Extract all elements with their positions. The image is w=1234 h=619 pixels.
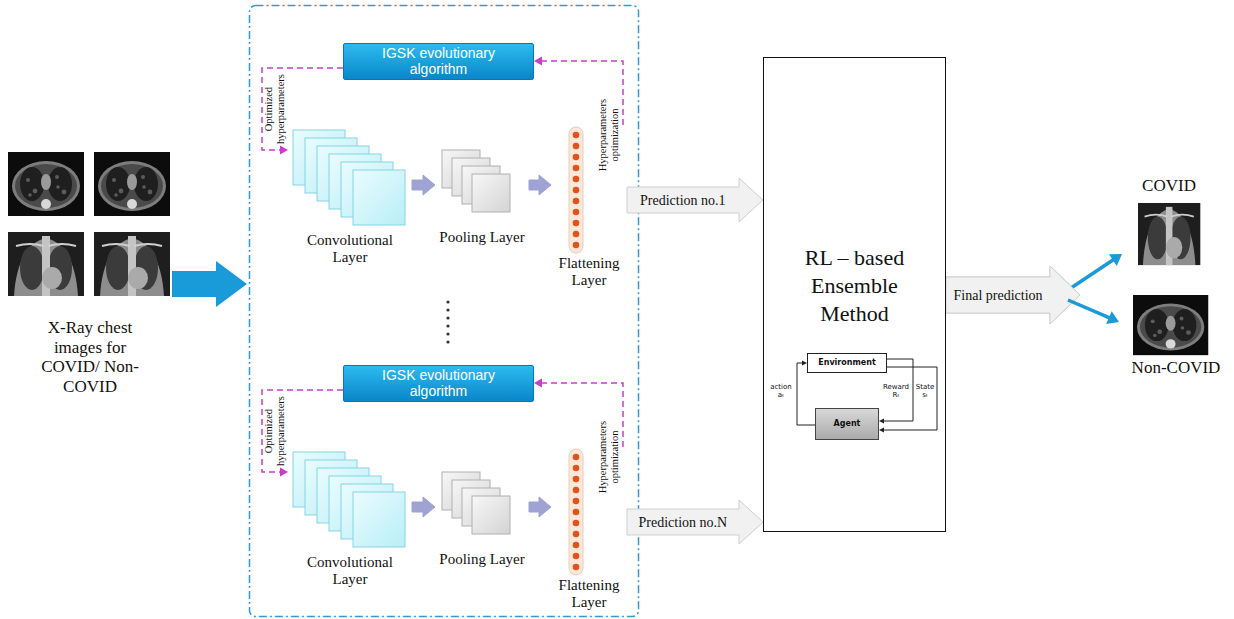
ct-scan-image [94,152,170,216]
connector [412,497,435,517]
pooling-stack [442,472,510,534]
ct-scan-image [1133,295,1208,355]
convolution-stack [293,452,405,547]
x-ray-image [94,232,170,296]
node-text: Convolutional Layer [300,554,400,588]
block-arrow [946,266,1080,324]
edge-label: Hyperparameters optimization [597,411,621,503]
node-text: Convolutional Layer [300,232,400,266]
edge-label: Reward Rₜ [881,383,911,399]
dot [446,324,449,327]
algorithm-box: IGSK evolutionary algorithm [343,43,534,80]
convolution-layer: Convolutional Layer [288,450,412,588]
continuation-dots [446,300,449,343]
x-ray-image [8,232,84,296]
arrowhead [1106,311,1119,324]
ct-scan-image [8,152,84,216]
arrowhead [879,428,884,433]
block-arrow [529,175,551,195]
block-arrow [627,178,763,222]
covid-output: COVID [1124,176,1214,268]
node-text: COVID [1126,176,1212,196]
edge-label: Prediction no.1 [640,193,726,208]
node-text: IGSK evolutionary algorithm [364,46,514,77]
edge-label: action aₜ [767,383,795,399]
node-text: Environment [818,359,876,368]
node-text: Non-COVID [1123,358,1229,378]
pooling-layer: Pooling Layer [435,467,529,568]
x-ray-image [1138,203,1200,265]
arrowhead [879,419,884,424]
input-caption: X-Ray chest images for COVID/ Non-COVID [30,318,150,396]
node-text: Agent [834,420,861,429]
connector [529,175,551,195]
convolution-layer: Convolutional Layer [288,128,412,266]
dot [446,308,449,311]
connector [946,266,1119,324]
connector-line [883,367,938,430]
non-covid-output: Non-COVID [1121,292,1231,378]
connector [879,367,937,433]
node-text: Pooling Layer [437,229,527,246]
edge-label: Hyperparameters optimization [597,89,621,181]
connector-line [1068,258,1116,290]
block-arrow [946,266,1080,324]
algorithm-box: IGSK evolutionary algorithm [343,365,534,402]
agent-box: Agent [815,408,879,440]
edge-label: Optimized hyperparameters [263,70,287,148]
connector [529,497,551,517]
pooling-stack [442,150,510,212]
dot [446,332,449,335]
edge-label: Optimized hyperparameters [263,392,287,470]
dot [446,340,449,343]
connector [627,178,763,222]
block-arrow [412,175,435,195]
dot [446,300,449,303]
flatten-column [569,449,583,575]
connector [946,254,1122,324]
node-text: Flattening Layer [553,577,625,611]
block-arrow [627,500,763,544]
flatten-column [569,127,583,253]
connector [412,175,435,195]
dot [446,316,449,319]
arrowhead [280,468,288,477]
ensemble-box: RL – based Ensemble MethodEnvironmentAge… [763,57,946,532]
edge-label: State sₜ [914,383,936,399]
arrowhead [280,146,288,155]
connector-line [262,68,343,150]
connector-line [1068,300,1112,319]
model-region [250,6,639,617]
arrowhead [1109,254,1122,266]
arrowhead [534,379,542,388]
pooling-layer: Pooling Layer [435,145,529,246]
environment-box: Environment [807,353,887,373]
arrowhead [534,57,542,66]
input-arrow [172,261,247,307]
node-text: IGSK evolutionary algorithm [364,368,514,399]
connector [627,500,763,544]
connector [262,68,343,155]
convolution-stack [293,130,405,225]
node-text: RL – based Ensemble Method [795,244,915,328]
node-text: Pooling Layer [437,551,527,568]
block-arrow [412,497,435,517]
connector [262,390,343,477]
edge-label: Prediction no.N [639,515,728,530]
edge-label: Final prediction [954,288,1043,303]
connector-line [262,390,343,472]
block-arrow [529,497,551,517]
node-text: Flattening Layer [553,255,625,289]
